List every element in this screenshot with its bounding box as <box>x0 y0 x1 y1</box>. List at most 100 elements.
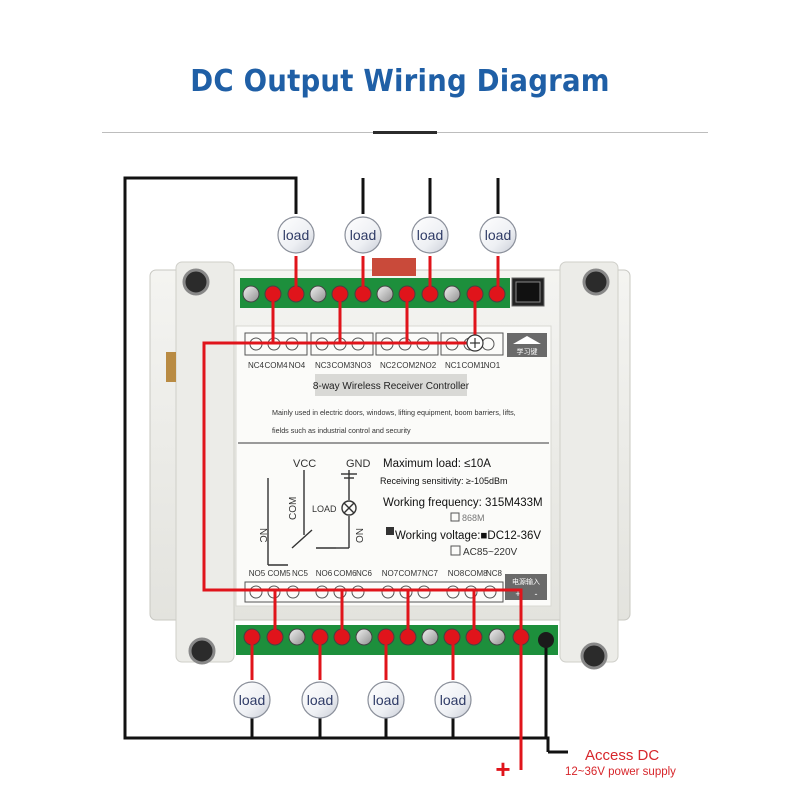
load-bulb-4: load <box>479 216 517 254</box>
schematic-vcc-label: VCC <box>293 458 316 470</box>
bottom-terminal-label-com7: COM7 <box>398 569 422 578</box>
top-terminal-label-no3: NO3 <box>355 361 372 370</box>
power-input-label: 电源输入 <box>512 577 540 586</box>
ac-checkbox <box>450 545 461 556</box>
top-terminal-label-nc3: NC3 <box>315 361 332 370</box>
load-label: load <box>440 692 466 708</box>
power-supply-label: 12~36V power supply <box>565 766 676 778</box>
load-bulb-2: load <box>344 216 382 254</box>
access-dc-label: Access DC <box>585 747 659 764</box>
bottom-terminal-label-no6: NO6 <box>316 569 333 578</box>
spec-freq-option: 868M <box>462 513 485 523</box>
bottom-terminal-screw-12 <box>488 628 506 646</box>
spec-max-load: Maximum load: ≤10A <box>383 458 491 470</box>
study-key-label: 学习键 <box>517 347 538 356</box>
controller-housing <box>149 261 631 670</box>
label-plate <box>235 325 552 607</box>
bottom-terminal-symbol-9 <box>417 585 431 599</box>
top-terminal-screw-4 <box>309 285 327 303</box>
bottom-terminal-label-com6: COM6 <box>333 569 357 578</box>
bottom-terminal-symbol-10 <box>446 585 460 599</box>
bottom-terminal-screw-6 <box>355 628 373 646</box>
top-terminal-label-nc1: NC1 <box>445 361 462 370</box>
bottom-terminal-label-nc7: NC7 <box>422 569 439 578</box>
lightbulb-icon <box>344 216 382 254</box>
load-bulb-6: load <box>301 681 339 719</box>
bottom-terminal-label-no8: NO8 <box>448 569 465 578</box>
bottom-terminal-label-nc5: NC5 <box>292 569 309 578</box>
bottom-terminal-symbol-12 <box>483 585 497 599</box>
top-terminal-screw-1 <box>242 285 260 303</box>
spec-sensitivity: Receiving sensitivity: ≥-105dBm <box>380 476 508 486</box>
mount-hole-bottom-right <box>580 642 608 670</box>
red-indicator <box>372 258 416 276</box>
bottom-terminal-label-nc6: NC6 <box>356 569 373 578</box>
schematic-gnd-label: GND <box>346 458 371 470</box>
bottom-terminal-symbol-3 <box>286 585 300 599</box>
schematic-load-icon <box>341 500 357 516</box>
lightbulb-icon <box>367 681 405 719</box>
bottom-terminal-strip <box>236 625 558 655</box>
title-divider-accent <box>373 131 437 134</box>
load-label: load <box>485 227 511 243</box>
dc-checkbox <box>386 527 394 535</box>
antenna-stub <box>166 352 176 382</box>
top-terminal-label-com4: COM4 <box>264 361 288 370</box>
right-mount-ear <box>559 261 619 663</box>
description-line-1: Mainly used in electric doors, windows, … <box>272 408 516 417</box>
top-terminal-screw-10 <box>443 285 461 303</box>
top-terminal-label-no2: NO2 <box>420 361 437 370</box>
load-bulb-7: load <box>367 681 405 719</box>
learn-button-cap[interactable] <box>515 281 541 303</box>
bottom-terminal-symbol-4 <box>315 585 329 599</box>
load-label: load <box>417 227 443 243</box>
controller-name: 8-way Wireless Receiver Controller <box>313 381 470 392</box>
black-wire-top-bus <box>123 176 550 752</box>
relay-schematic <box>267 470 357 566</box>
schematic-load-cross-b <box>343 502 355 514</box>
label-text: 8-way Wireless Receiver Controller Mainl… <box>257 374 543 566</box>
load-label: load <box>373 692 399 708</box>
spec-ac-option: AC85~220V <box>463 547 518 558</box>
bottom-terminal-label-no7: NO7 <box>382 569 399 578</box>
bottom-terminal-symbol-8 <box>399 585 413 599</box>
spec-voltage: Working voltage:■DC12-36V <box>395 530 541 542</box>
freq-option-checkbox <box>450 512 460 522</box>
bottom-terminal-symbol-1 <box>249 585 263 599</box>
load-bulb-5: load <box>233 681 271 719</box>
mount-hole-top-left <box>182 268 210 296</box>
load-label: load <box>283 227 309 243</box>
spec-frequency: Working frequency: 315M433M <box>383 497 543 509</box>
power-input-minus: - <box>535 589 538 599</box>
load-label: load <box>239 692 265 708</box>
bottom-terminal-screw-3 <box>288 628 306 646</box>
bottom-terminal-symbol-5 <box>333 585 347 599</box>
lightbulb-icon <box>434 681 472 719</box>
top-terminal-label-no1: NO1 <box>484 361 501 370</box>
mount-hole-top-right <box>582 268 610 296</box>
power-input-plus: + <box>515 589 520 599</box>
up-arrow-icon <box>513 336 541 344</box>
top-terminal-strip <box>240 278 510 308</box>
mount-hole-bottom-left <box>188 637 216 665</box>
description-line-2: fields such as industrial control and se… <box>272 426 411 435</box>
top-terminal-label-nc2: NC2 <box>380 361 397 370</box>
bottom-terminal-frame <box>244 581 504 603</box>
top-terminal-label-com3: COM3 <box>331 361 355 370</box>
power-input-badge <box>505 574 547 600</box>
top-terminal-label-nc4: NC4 <box>248 361 265 370</box>
bottom-terminal-symbol-7 <box>381 585 395 599</box>
top-terminal-screw-7 <box>376 285 394 303</box>
positive-symbol: + <box>495 754 510 784</box>
schematic-no-label: NO <box>353 528 364 543</box>
bottom-terminal-label-nc8: NC8 <box>486 569 503 578</box>
lightbulb-icon <box>233 681 271 719</box>
schematic-load-label: LOAD <box>312 504 337 514</box>
black-wires <box>123 176 568 754</box>
schematic-nc-label: NC <box>257 528 268 542</box>
schematic-switch-arm <box>291 529 313 549</box>
lightbulb-icon <box>301 681 339 719</box>
negative-terminal <box>538 632 554 648</box>
